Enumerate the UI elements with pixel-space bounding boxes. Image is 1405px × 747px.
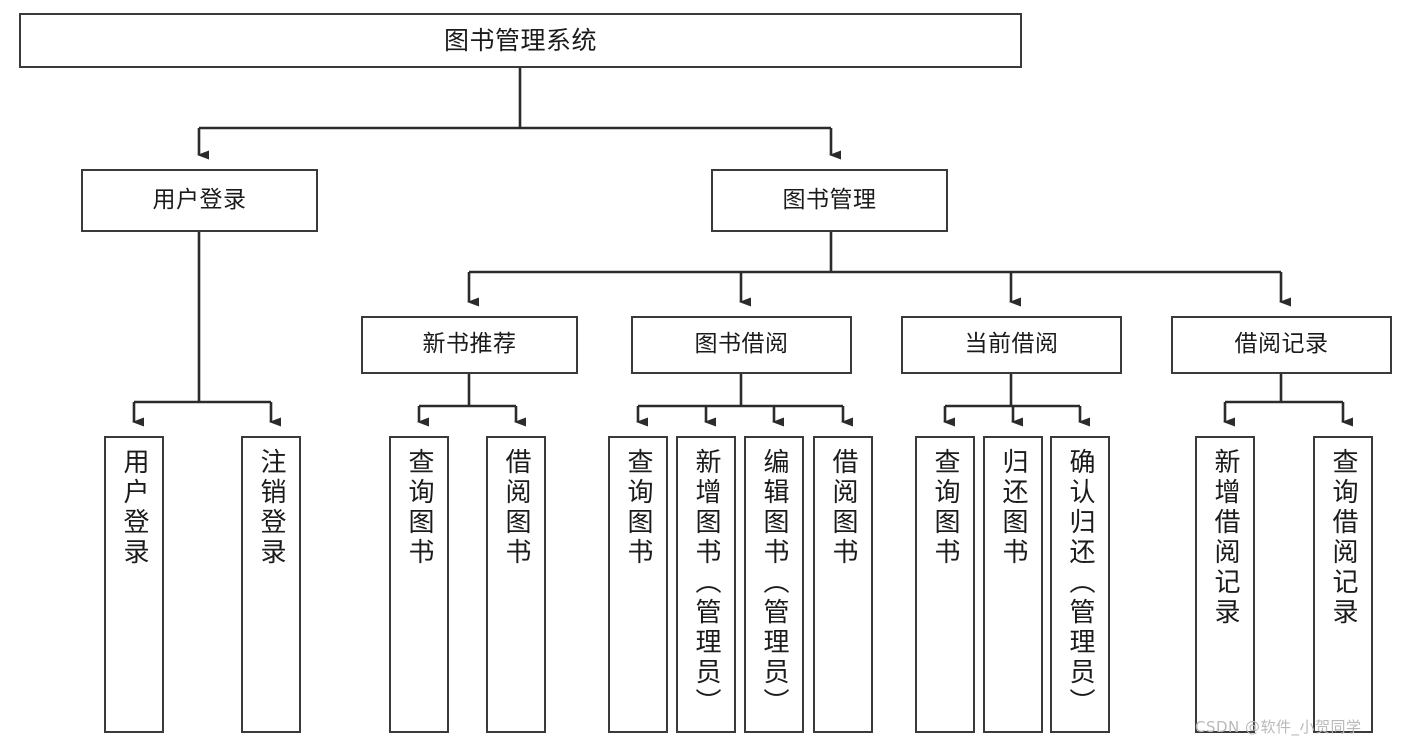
node-leaf-query-book-3[interactable]: 查询图书 [915,436,975,733]
node-leaf-add-record[interactable]: 新增借阅记录 [1195,436,1255,733]
node-leaf-query-book-2[interactable]: 查询图书 [608,436,668,733]
node-leaf-query-book-1-label: 查询图书 [404,448,434,568]
node-borrow-record[interactable]: 借阅记录 [1171,316,1392,374]
node-leaf-user-login[interactable]: 用户登录 [104,436,164,733]
node-leaf-logout[interactable]: 注销登录 [241,436,301,733]
node-current-borrow-label: 当前借阅 [964,331,1059,358]
node-leaf-return-book[interactable]: 归还图书 [983,436,1043,733]
node-leaf-add-book-label: 新增图书（管理员） [691,448,721,718]
node-leaf-confirm-return-label: 确认归还（管理员） [1065,448,1095,718]
node-leaf-confirm-return[interactable]: 确认归还（管理员） [1050,436,1110,733]
node-leaf-query-book-1[interactable]: 查询图书 [389,436,449,733]
node-leaf-borrow-book-1[interactable]: 借阅图书 [486,436,546,733]
node-leaf-add-book[interactable]: 新增图书（管理员） [676,436,736,733]
node-book-borrow[interactable]: 图书借阅 [631,316,852,374]
node-leaf-return-book-label: 归还图书 [998,448,1028,568]
node-book-manage-label: 图书管理 [782,186,877,213]
node-book-borrow-label: 图书借阅 [694,331,789,358]
node-leaf-borrow-book-2[interactable]: 借阅图书 [813,436,873,733]
node-leaf-query-book-2-label: 查询图书 [623,448,653,568]
node-root[interactable]: 图书管理系统 [19,13,1022,68]
node-current-borrow[interactable]: 当前借阅 [901,316,1122,374]
node-new-book-rec-label: 新书推荐 [422,331,517,358]
node-leaf-query-record[interactable]: 查询借阅记录 [1313,436,1373,733]
node-borrow-record-label: 借阅记录 [1234,331,1329,358]
node-leaf-edit-book-label: 编辑图书（管理员） [759,448,789,718]
csdn-watermark: CSDN @软件_小贺同学 [1195,718,1362,736]
node-leaf-add-record-label: 新增借阅记录 [1210,448,1240,628]
node-leaf-query-book-3-label: 查询图书 [930,448,960,568]
node-user-login-label: 用户登录 [152,186,247,213]
node-root-label: 图书管理系统 [443,25,597,55]
node-leaf-user-login-label: 用户登录 [119,448,149,568]
node-leaf-borrow-book-2-label: 借阅图书 [828,448,858,568]
node-book-manage[interactable]: 图书管理 [711,169,948,232]
node-leaf-query-record-label: 查询借阅记录 [1328,448,1358,628]
node-leaf-logout-label: 注销登录 [256,448,286,568]
node-user-login[interactable]: 用户登录 [81,169,318,232]
node-new-book-rec[interactable]: 新书推荐 [361,316,578,374]
node-leaf-edit-book[interactable]: 编辑图书（管理员） [744,436,804,733]
node-leaf-borrow-book-1-label: 借阅图书 [501,448,531,568]
